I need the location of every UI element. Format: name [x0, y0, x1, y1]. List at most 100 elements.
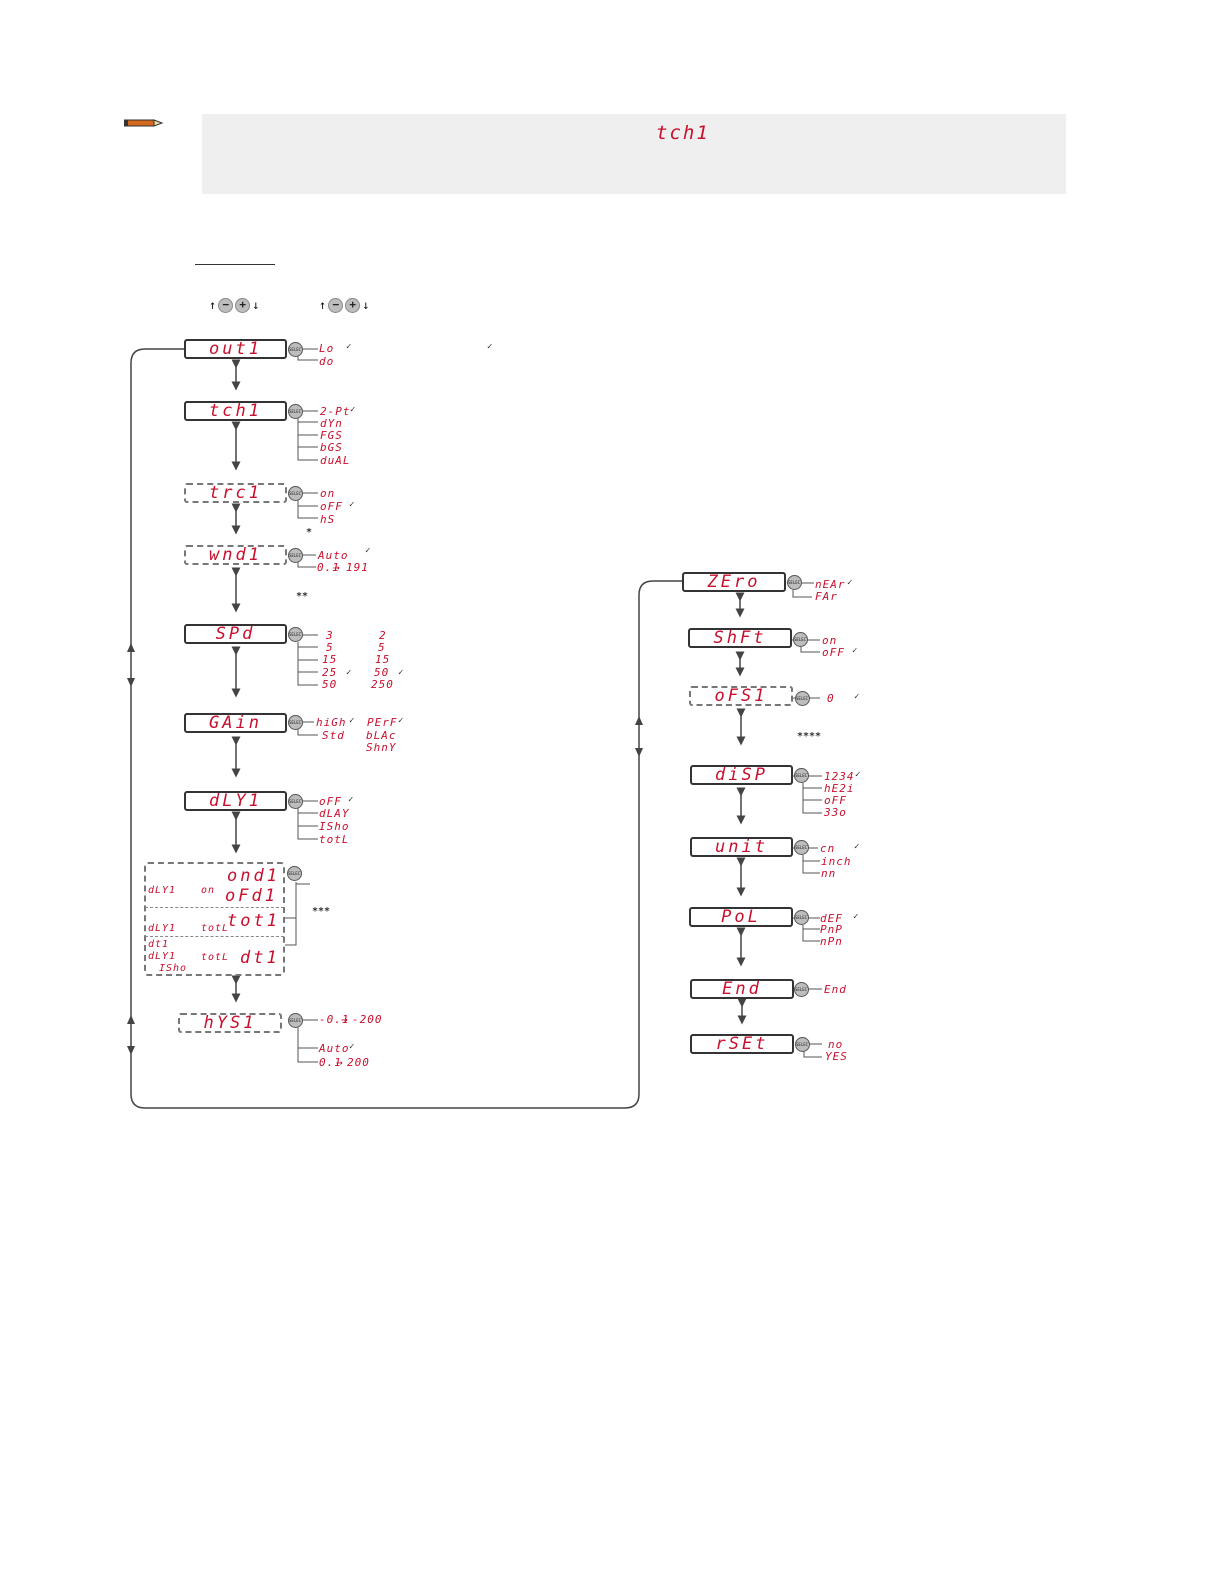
lcd-end: End — [690, 979, 794, 999]
lcd-hys1: hYS1 — [178, 1013, 282, 1033]
option: Lo — [319, 342, 335, 355]
select-button-icon: SELECT — [794, 982, 809, 997]
select-button-icon: SELECT — [288, 342, 303, 357]
plus-button-icon: + — [345, 297, 361, 313]
option: -0.1 — [319, 1013, 350, 1026]
lcd-ofs1: oFS1 — [689, 686, 793, 706]
lcd-out1: out1 — [184, 339, 287, 359]
option: oFF — [320, 500, 343, 513]
range-arrow: → — [333, 561, 341, 574]
footnote-mark: ** — [296, 591, 309, 602]
default-check-icon: ✓ — [854, 842, 860, 852]
lcd-gain: GAin — [184, 713, 287, 733]
key-legend-1: ↑ − + ↓ — [209, 297, 259, 313]
option: bGS — [320, 441, 343, 454]
option: hE2i — [824, 782, 855, 795]
option: do — [319, 355, 335, 368]
select-button-icon: SELECT — [795, 691, 810, 706]
option: 33o — [824, 806, 847, 819]
default-check-icon: ✓ — [365, 546, 371, 556]
option: 15 — [322, 653, 338, 666]
section-underline — [195, 264, 275, 265]
option: nEAr — [815, 578, 846, 591]
option: PErF — [367, 716, 398, 729]
select-button-icon: SELECT — [288, 486, 303, 501]
select-button-icon: SELECT — [288, 627, 303, 642]
option: dYn — [320, 417, 343, 430]
select-button-icon: SELECT — [288, 794, 303, 809]
option: 3 — [326, 629, 334, 642]
option: 200 — [347, 1056, 370, 1069]
option: dEF — [820, 912, 843, 925]
option: PnP — [820, 923, 843, 936]
option: 25 — [322, 666, 338, 679]
select-button-icon: SELECT — [288, 404, 303, 419]
lcd-disp: diSP — [690, 765, 793, 785]
option: 2 — [379, 629, 387, 642]
group-label: dLY1 — [148, 885, 177, 896]
option: no — [828, 1038, 844, 1051]
option: 1234 — [824, 770, 855, 783]
option: 0 — [827, 692, 835, 705]
minus-button-icon: − — [328, 297, 344, 313]
option: 2-Pt — [320, 405, 351, 418]
footnote-mark: * — [306, 527, 313, 538]
select-button-icon: SELECT — [787, 575, 802, 590]
option: FGS — [320, 429, 343, 442]
option: ShnY — [366, 741, 397, 754]
default-check-icon: ✓ — [853, 912, 859, 922]
option: 191 — [346, 561, 369, 574]
lcd-dt1: dt1 — [240, 948, 280, 968]
option: hS — [320, 513, 336, 526]
delay-parameter-group — [144, 862, 285, 976]
pencil-icon — [124, 119, 164, 127]
footnote-mark: **** — [797, 731, 822, 742]
lcd-wnd1: wnd1 — [184, 545, 287, 565]
default-check-icon: ✓ — [398, 716, 404, 726]
option: bLAc — [366, 729, 397, 742]
group-label: totL — [201, 952, 230, 963]
option: dLAY — [319, 807, 350, 820]
option: oFF — [824, 794, 847, 807]
minus-button-icon: − — [218, 297, 234, 313]
option: 5 — [326, 641, 334, 654]
option: nn — [821, 867, 837, 880]
note-box — [202, 114, 1066, 194]
option: oFF — [319, 795, 342, 808]
note-display-code: tch1 — [656, 122, 710, 144]
option: Auto — [319, 1042, 350, 1055]
option: cn — [820, 842, 836, 855]
option: on — [822, 634, 838, 647]
up-arrow-icon: ↑ — [209, 298, 217, 312]
lcd-ofd1: oFd1 — [225, 886, 278, 906]
lcd-rset: rSEt — [690, 1034, 794, 1054]
option: Std — [322, 729, 345, 742]
footnote-mark: *** — [312, 906, 331, 917]
default-check-icon: ✓ — [349, 716, 355, 726]
option: 50 — [374, 666, 390, 679]
option: ISho — [319, 820, 350, 833]
select-button-icon: SELECT — [288, 1013, 303, 1028]
group-label: ISho — [159, 963, 188, 974]
option: End — [824, 983, 847, 996]
default-check-icon: ✓ — [855, 770, 861, 780]
lcd-spd: SPd — [184, 624, 287, 644]
default-check-icon: ✓ — [398, 668, 404, 678]
group-label: totL — [201, 923, 230, 934]
select-button-icon: SELECT — [794, 910, 809, 925]
option: inch — [821, 855, 852, 868]
select-button-icon: SELECT — [794, 768, 809, 783]
option: totL — [319, 833, 350, 846]
lcd-unit: unit — [690, 837, 793, 857]
select-button-icon: SELECT — [287, 866, 302, 881]
group-label: on — [201, 885, 216, 896]
group-label: dLY1 — [148, 951, 177, 962]
group-label: dt1 — [148, 939, 170, 950]
default-check-icon: ✓ — [852, 646, 858, 656]
default-check-icon: ✓ — [350, 405, 356, 415]
plus-button-icon: + — [235, 297, 251, 313]
down-arrow-icon: ↓ — [252, 298, 260, 312]
range-arrow: → — [336, 1056, 344, 1069]
select-button-icon: SELECT — [794, 840, 809, 855]
